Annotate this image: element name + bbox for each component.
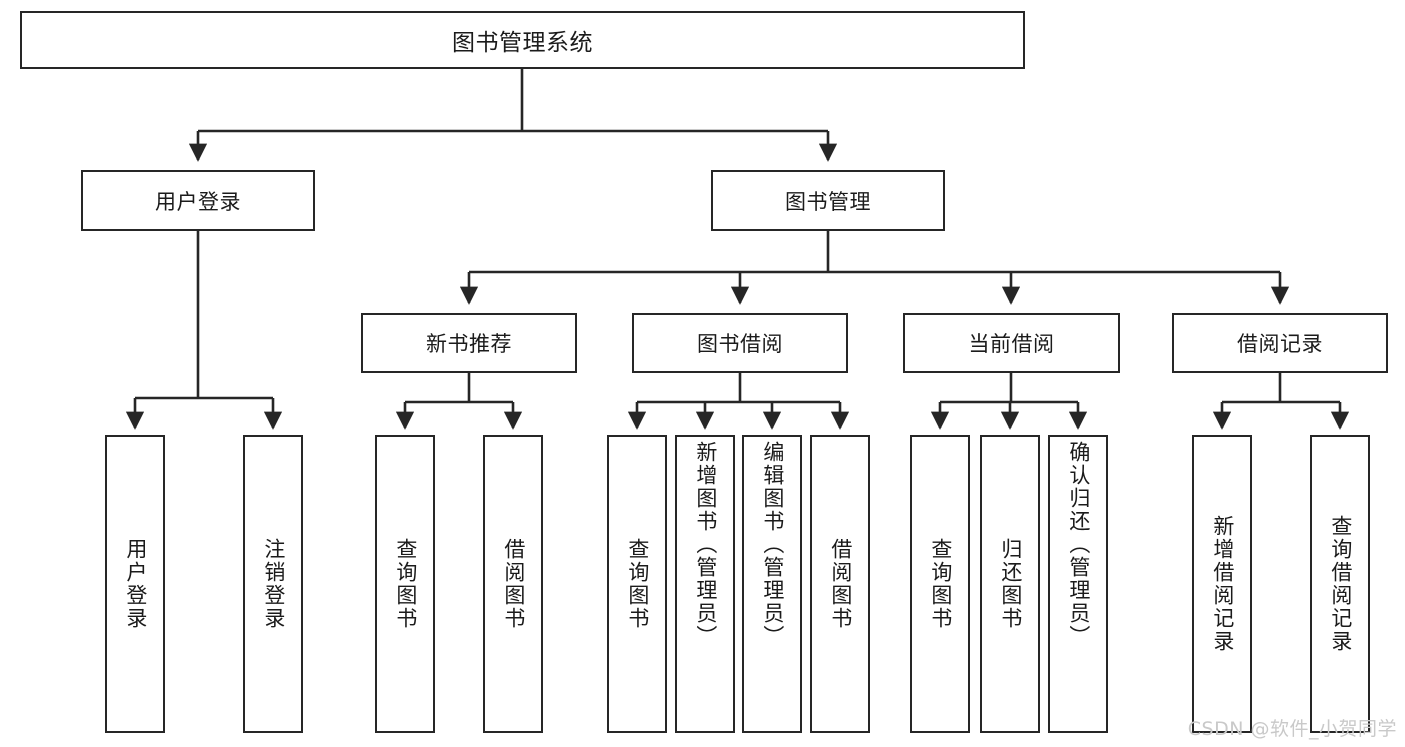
- node-current-borrow[interactable]: 当前借阅: [903, 313, 1120, 373]
- node-root-system[interactable]: 图书管理系统: [20, 11, 1025, 69]
- node-label: 图书管理系统: [452, 30, 593, 56]
- node-leaf-add-book-admin[interactable]: 新增图书（管理员）: [675, 435, 735, 733]
- node-label: 借阅图书: [828, 538, 853, 630]
- node-label: 编辑图书（管理员）: [760, 441, 785, 648]
- node-label: 借阅图书: [501, 538, 526, 630]
- node-label: 借阅记录: [1237, 332, 1323, 356]
- node-new-book-recommendation[interactable]: 新书推荐: [361, 313, 577, 373]
- node-label: 图书借阅: [697, 332, 783, 356]
- node-leaf-user-login[interactable]: 用户登录: [105, 435, 165, 733]
- node-leaf-borrow-books-rec[interactable]: 借阅图书: [483, 435, 543, 733]
- node-leaf-edit-book-admin[interactable]: 编辑图书（管理员）: [742, 435, 802, 733]
- node-book-management[interactable]: 图书管理: [711, 170, 945, 231]
- node-label: 新增图书（管理员）: [693, 441, 718, 648]
- node-leaf-query-borrow-record[interactable]: 查询借阅记录: [1310, 435, 1370, 733]
- node-label: 查询图书: [625, 538, 650, 630]
- node-label: 查询图书: [928, 538, 953, 630]
- node-leaf-query-books-current[interactable]: 查询图书: [910, 435, 970, 733]
- node-borrow-records[interactable]: 借阅记录: [1172, 313, 1388, 373]
- node-leaf-logout[interactable]: 注销登录: [243, 435, 303, 733]
- node-leaf-return-books[interactable]: 归还图书: [980, 435, 1040, 733]
- csdn-watermark: CSDN @软件_小贺同学: [1187, 718, 1397, 740]
- node-label: 查询借阅记录: [1328, 515, 1353, 653]
- node-leaf-query-books-borrow[interactable]: 查询图书: [607, 435, 667, 733]
- node-label: 当前借阅: [968, 332, 1055, 356]
- node-label: 注销登录: [261, 538, 286, 630]
- node-leaf-add-borrow-record[interactable]: 新增借阅记录: [1192, 435, 1252, 733]
- node-label: 用户登录: [123, 538, 148, 630]
- node-leaf-confirm-return-admin[interactable]: 确认归还（管理员）: [1048, 435, 1108, 733]
- node-leaf-query-books-rec[interactable]: 查询图书: [375, 435, 435, 733]
- node-label: 图书管理: [785, 189, 871, 214]
- node-leaf-borrow-books[interactable]: 借阅图书: [810, 435, 870, 733]
- node-label: 用户登录: [155, 189, 241, 214]
- node-label: 查询图书: [393, 538, 418, 630]
- node-label: 确认归还（管理员）: [1066, 441, 1091, 648]
- node-label: 归还图书: [998, 538, 1023, 630]
- node-label: 新增借阅记录: [1210, 515, 1235, 653]
- node-user-login[interactable]: 用户登录: [81, 170, 315, 231]
- node-book-borrow[interactable]: 图书借阅: [632, 313, 848, 373]
- node-label: 新书推荐: [426, 332, 512, 356]
